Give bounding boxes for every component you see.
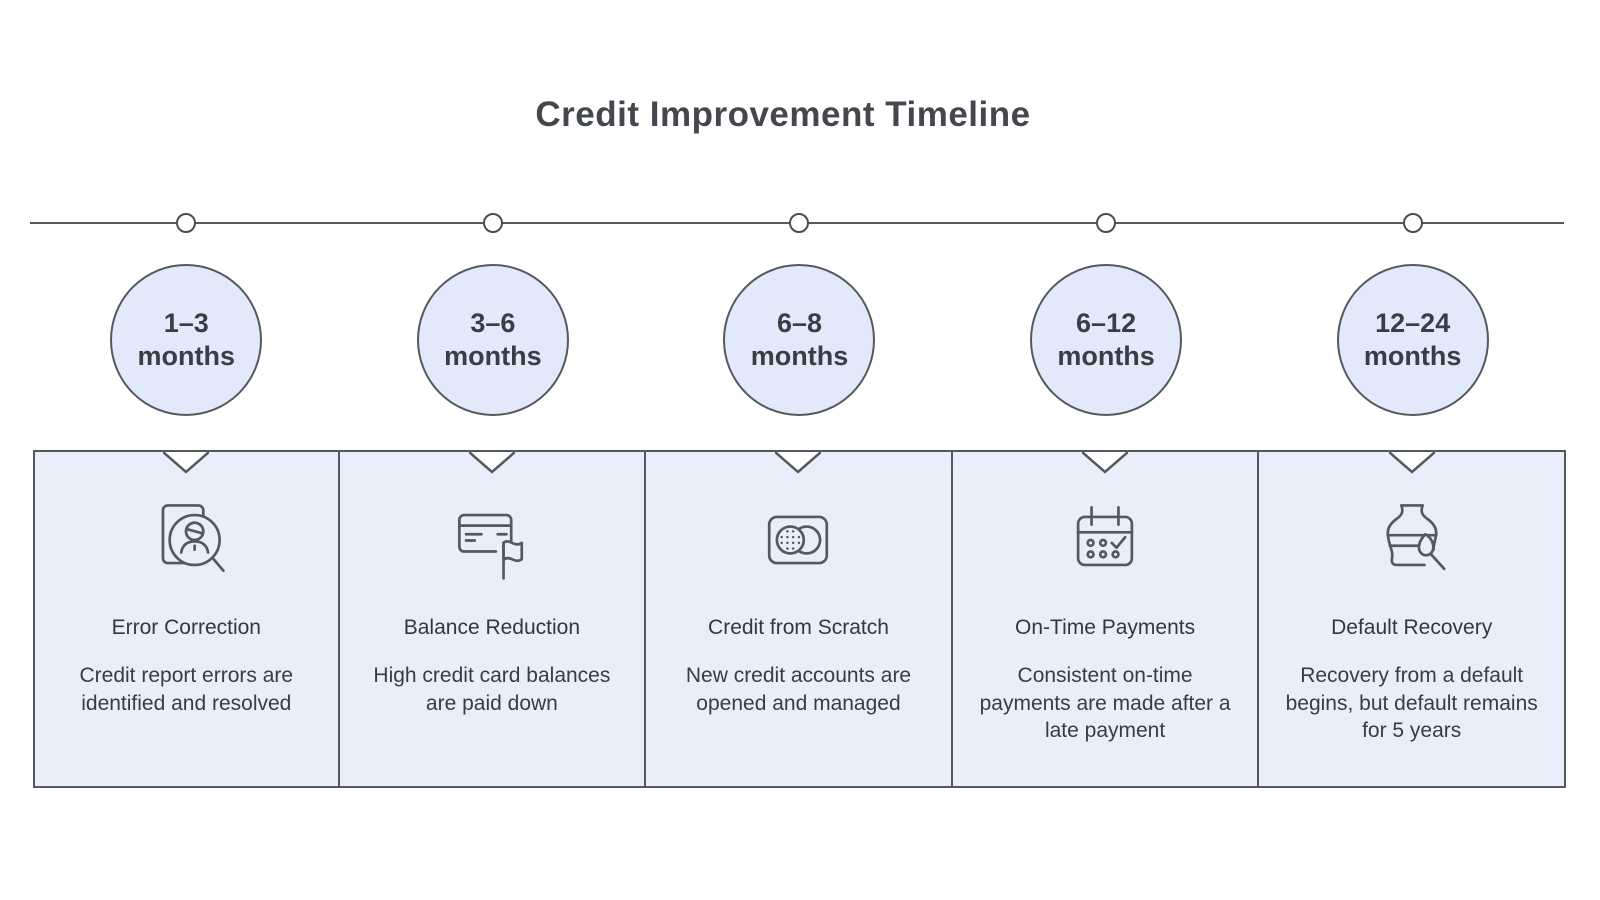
stage-card: On-Time Payments Consistent on-time paym… <box>952 450 1260 788</box>
stage-range-label: 6–8 <box>776 308 823 339</box>
stage-title: Error Correction <box>111 616 261 639</box>
timeline-node-icon <box>1096 213 1117 233</box>
stage-icon-slot <box>660 492 937 588</box>
stage-description: Recovery from a default begins, but defa… <box>1285 664 1538 743</box>
timeline-stages: 1–3 months Error Correction Credit repor… <box>33 213 1566 788</box>
stage-icon-slot <box>967 492 1244 588</box>
stage-card: Balance Reduction High credit card balan… <box>339 450 647 788</box>
stage-range-unit: months <box>444 341 542 371</box>
timeline-node-icon <box>482 213 503 233</box>
stage-range-unit: months <box>750 341 849 371</box>
timeline-stage: 6–8 months Credit from Scratch New credi… <box>646 213 953 788</box>
stage-description: Credit report errors are identified and … <box>79 664 294 715</box>
stage-range-unit: months <box>1363 341 1462 371</box>
card-notch <box>775 451 822 474</box>
stage-range-unit: months <box>137 341 236 371</box>
timeline-stage: 1–3 months Error Correction Credit repor… <box>33 213 340 788</box>
stage-badge: 3–6 months <box>416 264 569 416</box>
credit-card-flag-icon <box>457 513 523 580</box>
stage-card: Default Recovery Recovery from a default… <box>1259 450 1566 788</box>
card-notch <box>1082 451 1129 474</box>
stage-card: Error Correction Credit report errors ar… <box>33 450 340 788</box>
stage-icon-slot <box>49 492 324 588</box>
timeline-node-icon <box>1402 213 1423 233</box>
card-notch <box>468 451 515 474</box>
calendar-check-icon <box>1076 506 1134 567</box>
stage-title: Credit from Scratch <box>708 616 889 639</box>
stage-badge: 6–12 months <box>1030 264 1183 416</box>
stage-range-label: 3–6 <box>470 308 516 339</box>
report-magnifier-icon <box>161 504 226 573</box>
stage-icon-slot <box>354 492 631 588</box>
stage-description: Consistent on-time payments are made aft… <box>979 664 1231 743</box>
card-circles-icon <box>768 515 829 565</box>
vase-brush-icon <box>1386 504 1446 571</box>
stage-description: High credit card balances are paid down <box>373 664 611 715</box>
card-notch <box>163 451 210 474</box>
stage-range-label: 1–3 <box>163 308 209 339</box>
stage-range-label: 12–24 <box>1375 308 1451 339</box>
stage-card: Credit from Scratch New credit accounts … <box>646 450 953 788</box>
page-title: Credit Improvement Timeline <box>535 95 1031 134</box>
timeline-node-icon <box>176 213 197 233</box>
stage-badge: 6–8 months <box>723 264 876 416</box>
card-notch <box>1388 451 1435 474</box>
stage-title: Balance Reduction <box>403 616 581 639</box>
stage-icon-slot <box>1273 492 1550 588</box>
timeline-stage: 3–6 months Balance Reduction High credit… <box>339 213 647 788</box>
stage-title: On-Time Payments <box>1015 616 1196 639</box>
stage-description: New credit accounts are opened and manag… <box>685 664 912 715</box>
timeline-node-icon <box>789 213 810 233</box>
timeline-stage: 12–24 months Default Recovery Recovery f… <box>1259 213 1566 788</box>
stage-title: Default Recovery <box>1331 616 1493 639</box>
stage-badge: 1–3 months <box>110 264 263 416</box>
stage-badge: 12–24 months <box>1336 264 1489 416</box>
stage-range-label: 6–12 <box>1076 308 1137 339</box>
timeline-stage: 6–12 months On-Time Payments Consistent … <box>952 213 1260 788</box>
stage-range-unit: months <box>1057 341 1155 371</box>
